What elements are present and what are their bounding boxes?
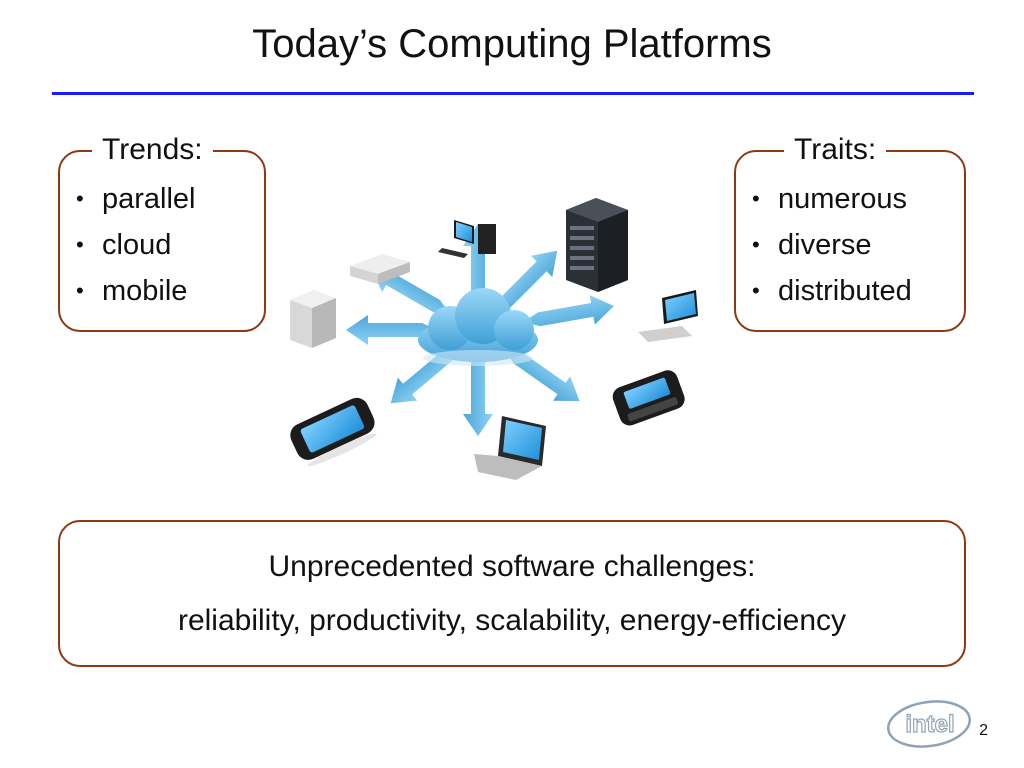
page-number: 2 — [979, 722, 988, 739]
traits-list: numerous diverse distributed — [748, 176, 912, 314]
intel-logo-text: intel — [905, 711, 954, 738]
cloud-icon — [418, 288, 538, 366]
slide-title: Today’s Computing Platforms — [252, 22, 772, 66]
trends-box: Trends: parallel cloud mobile — [58, 130, 266, 332]
traits-item-diverse: diverse — [748, 222, 912, 268]
server-rack-icon — [566, 198, 628, 292]
desktop-computer-icon — [438, 220, 496, 258]
title-rule — [52, 92, 974, 95]
tower-pc-icon — [290, 290, 336, 348]
challenges-list: reliability, productivity, scalability, … — [177, 604, 847, 637]
smartphone-icon — [290, 397, 377, 467]
challenges-heading: Unprecedented software challenges: — [268, 550, 756, 583]
trends-label: Trends: — [92, 130, 213, 170]
challenges-box: Unprecedented software challenges: relia… — [58, 520, 966, 667]
traits-box: Traits: numerous diverse distributed — [734, 130, 966, 332]
trends-item-mobile: mobile — [72, 268, 196, 314]
traits-label: Traits: — [784, 130, 887, 170]
trends-list: parallel cloud mobile — [72, 176, 196, 314]
laptop-icon — [474, 416, 546, 480]
trends-item-cloud: cloud — [72, 222, 196, 268]
traits-item-distributed: distributed — [748, 268, 912, 314]
traits-item-numerous: numerous — [748, 176, 912, 222]
trends-item-parallel: parallel — [72, 176, 196, 222]
set-top-box-icon — [350, 254, 410, 284]
monitor-keyboard-icon — [638, 290, 698, 342]
cloud-network-illustration — [290, 198, 698, 480]
intel-logo: intel — [887, 700, 971, 748]
blackberry-phone-icon — [612, 370, 685, 426]
